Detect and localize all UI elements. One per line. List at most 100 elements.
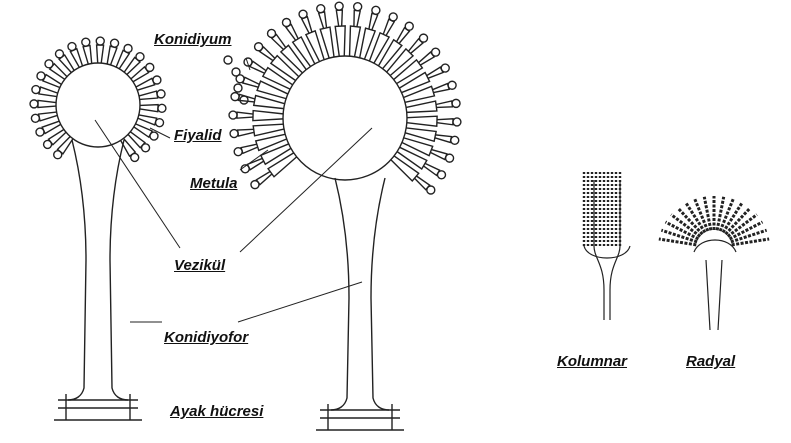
metula-cell [387, 49, 413, 76]
conidium [389, 13, 397, 21]
metula-cell [268, 153, 297, 177]
conidium [156, 119, 164, 127]
conidium [131, 153, 139, 161]
metula-cell [391, 156, 419, 181]
phialide-cell [238, 129, 254, 136]
conidium [335, 2, 343, 10]
metula-cell [293, 37, 315, 66]
metula-cell [107, 46, 117, 65]
conidium [124, 44, 132, 52]
conidium [420, 34, 428, 42]
conidium [55, 50, 63, 58]
conidium [150, 132, 158, 140]
phialide-cell [241, 144, 258, 153]
label-kolumnar: Kolumnar [557, 354, 627, 369]
conidium [229, 111, 237, 119]
conidium [432, 48, 440, 56]
phialide-cell [383, 19, 394, 35]
phialide-cell [369, 13, 378, 30]
metula-cell [257, 81, 288, 99]
conidium [158, 104, 166, 112]
metula-cell [253, 124, 284, 136]
label-konidiyofor: Konidiyofor [164, 330, 248, 345]
conidium [234, 84, 242, 92]
phialide-cell [247, 158, 263, 169]
conidium [405, 22, 413, 30]
metula-cell [306, 31, 324, 62]
metula-cell [404, 86, 435, 102]
conidium [68, 43, 76, 51]
conidium [82, 38, 90, 46]
metula-cell [70, 49, 82, 68]
conidium [136, 53, 144, 61]
columnar-head [584, 172, 630, 320]
vesicle [56, 63, 140, 147]
metula-cell [97, 45, 104, 63]
conidium [157, 90, 165, 98]
conidium [142, 144, 150, 152]
label-radyal: Radyal [686, 354, 735, 369]
metula-cell [407, 116, 437, 126]
label-ayak-hucresi: Ayak hücresi [170, 404, 263, 419]
conidium [441, 64, 449, 72]
metula-cell [256, 134, 287, 150]
vesicle [283, 56, 407, 180]
phialide-cell [336, 10, 342, 26]
conidium [234, 148, 242, 156]
conidium [45, 60, 53, 68]
left-conidiophore [30, 37, 166, 420]
metula-cell [138, 115, 157, 125]
conidium [146, 63, 154, 71]
conidium [31, 114, 39, 122]
metula-cell [261, 144, 291, 164]
phialide-cell [433, 84, 450, 93]
metula-cell [281, 45, 306, 73]
leader-line [95, 120, 180, 248]
leader-line [240, 128, 372, 252]
conidium [282, 19, 290, 27]
metula-cell [397, 147, 427, 169]
conidium [44, 140, 52, 148]
phialide-cell [302, 17, 312, 34]
label-metula: Metula [190, 176, 238, 191]
metula-cell [42, 121, 61, 133]
conidium [255, 43, 263, 51]
phialide-cell [243, 77, 260, 87]
phialide-cell [427, 67, 443, 78]
conidium [36, 128, 44, 136]
metula-cell [335, 26, 345, 56]
metula-cell [139, 91, 158, 99]
conidium [96, 37, 104, 45]
label-konidiyum: Konidiyum [154, 32, 232, 47]
metula-cell [39, 87, 58, 96]
stalk-wall [331, 178, 349, 410]
label-fiyalid: Fiyalid [174, 128, 222, 143]
metula-cell [253, 111, 283, 121]
metula-cell [263, 68, 293, 89]
conidium [231, 93, 239, 101]
phialide-cell [436, 101, 452, 108]
metula-cell [394, 60, 423, 84]
phialide-cell [237, 112, 253, 118]
phialide-cell [435, 135, 452, 143]
radial-head [659, 196, 769, 330]
foot-cell [316, 404, 404, 430]
phialide-cell [430, 150, 447, 160]
conidium [451, 136, 459, 144]
phialide-cell [437, 119, 453, 125]
metula-cell [271, 56, 299, 81]
stalk-wall [68, 140, 86, 400]
metula-cell [379, 40, 402, 69]
conidium [54, 151, 62, 159]
conidium [438, 171, 446, 179]
metula-cell [136, 78, 155, 90]
conidium [452, 99, 460, 107]
stalk-wall [371, 178, 389, 410]
leader-line [246, 58, 250, 70]
metula-cell [83, 45, 92, 64]
phialide-cell [319, 12, 327, 29]
phialide-cell [354, 10, 360, 26]
metula-cell [402, 138, 433, 156]
